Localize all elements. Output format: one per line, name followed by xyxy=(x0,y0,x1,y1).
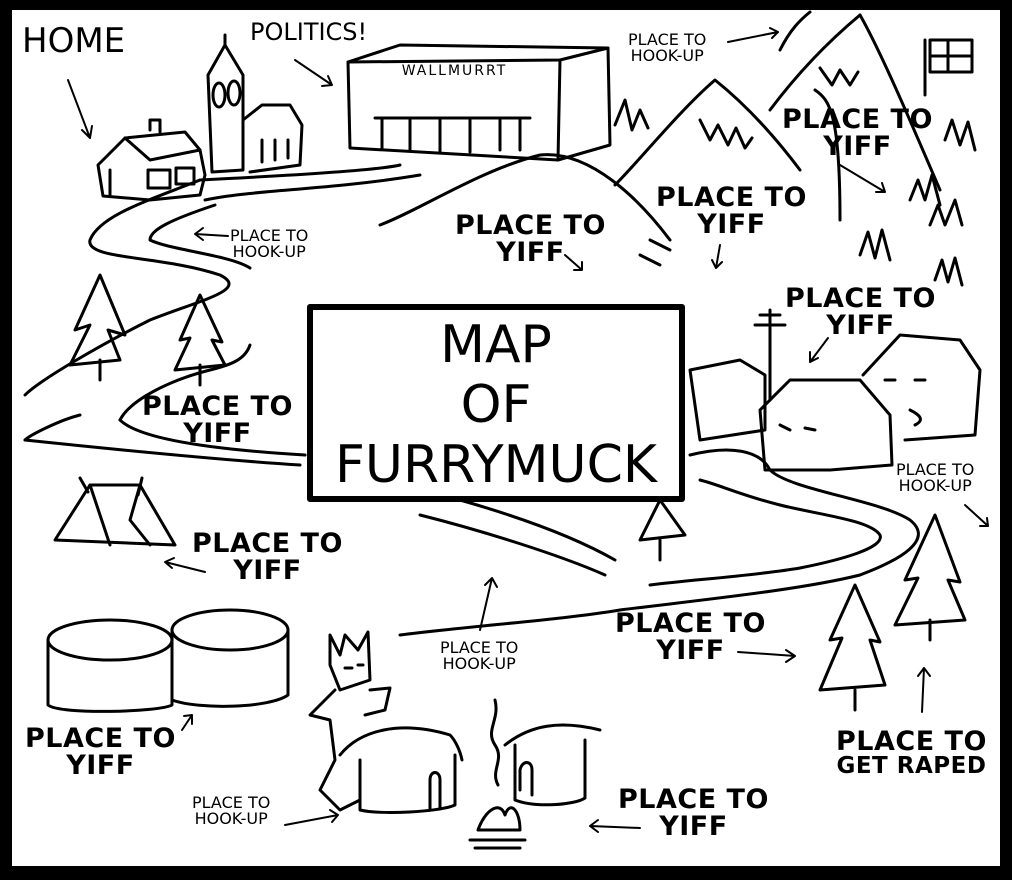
hookup-label-center: PLACE TO HOOK-UP xyxy=(440,640,518,672)
yiff-label-huts-line1: PLACE TO xyxy=(618,784,769,815)
yiff-label-road-bottom-line2: YIFF xyxy=(656,635,725,666)
houses-right-drawing xyxy=(688,308,982,472)
hill-drawing xyxy=(378,153,672,267)
yiff-label-mountain-center: PLACE TO YIFF xyxy=(656,184,807,238)
yiff-label-tent-line1: PLACE TO xyxy=(192,528,343,559)
hookup-label-right-edge: PLACE TO HOOK-UP xyxy=(896,462,974,494)
yiff-label-pools-line2: YIFF xyxy=(66,750,135,781)
title-box-border xyxy=(307,304,685,502)
hookup-label-road-left: PLACE TO HOOK-UP xyxy=(230,228,308,260)
huts-drawing xyxy=(338,723,602,814)
yiff-label-mountain-center-line2: YIFF xyxy=(697,209,766,240)
hookup-label-top-right-line2: HOOK-UP xyxy=(630,46,704,65)
map-title-line-2: OF xyxy=(460,375,532,435)
map-title: MAP OF FURRYMUCK xyxy=(318,315,674,495)
yiff-label-forest-left-line1: PLACE TO xyxy=(142,391,293,422)
home-house-drawing xyxy=(96,118,207,202)
hookup-label-center-line2: HOOK-UP xyxy=(442,654,516,673)
yiff-label-houses-line1: PLACE TO xyxy=(785,283,936,314)
hookup-label-top-right: PLACE TO HOOK-UP xyxy=(628,32,706,64)
map-title-line-3: FURRYMUCK xyxy=(334,435,657,495)
trees-right-drawing xyxy=(638,498,967,712)
yiff-label-pools-line1: PLACE TO xyxy=(25,723,176,754)
hookup-label-center-line1: PLACE TO xyxy=(440,638,519,657)
home-label: HOME xyxy=(22,21,126,61)
yiff-label-road-bottom-line1: PLACE TO xyxy=(615,608,766,639)
mountains-drawing xyxy=(613,10,974,222)
yiff-label-road-bottom: PLACE TO YIFF xyxy=(615,610,766,664)
hookup-label-right-edge-line1: PLACE TO xyxy=(896,460,975,479)
yiff-label-huts-line2: YIFF xyxy=(659,811,728,842)
yiff-label-huts: PLACE TO YIFF xyxy=(618,786,769,840)
yiff-label-mountain-center-line1: PLACE TO xyxy=(656,182,807,213)
yiff-label-tent: PLACE TO YIFF xyxy=(192,530,343,584)
arrows-drawing xyxy=(67,27,989,833)
yiff-label-hill-line2: YIFF xyxy=(496,237,565,268)
yiff-label-hill-line1: PLACE TO xyxy=(455,210,606,241)
yiff-label-houses-line2: YIFF xyxy=(826,310,895,341)
hookup-label-road-left-line2: HOOK-UP xyxy=(232,242,306,261)
map-title-line-1: MAP xyxy=(440,315,552,375)
hookup-label-right-edge-line2: HOOK-UP xyxy=(898,476,972,495)
politics-label: POLITICS! xyxy=(250,18,368,46)
pools-drawing xyxy=(46,608,290,713)
map-paper xyxy=(12,10,1000,866)
hookup-label-bottom-left-line1: PLACE TO xyxy=(192,793,271,812)
church-drawing xyxy=(206,33,304,174)
creature-drawing xyxy=(308,630,392,812)
raped-label-forest-line2: GET RAPED xyxy=(836,753,987,779)
hookup-label-bottom-left: PLACE TO HOOK-UP xyxy=(192,795,270,827)
yiff-label-mountain-right: PLACE TO YIFF xyxy=(782,106,933,160)
yiff-label-forest-left: PLACE TO YIFF xyxy=(142,393,293,447)
yiff-label-mountain-right-line1: PLACE TO xyxy=(782,104,933,135)
yiff-label-pools: PLACE TO YIFF xyxy=(25,725,176,779)
hookup-label-top-right-line1: PLACE TO xyxy=(628,30,707,49)
raped-label-forest-line1: PLACE TO xyxy=(836,726,987,757)
campfire-drawing xyxy=(468,698,527,850)
hookup-label-bottom-left-line2: HOOK-UP xyxy=(194,809,268,828)
hookup-label-road-left-line1: PLACE TO xyxy=(230,226,309,245)
yiff-label-mountain-right-line2: YIFF xyxy=(823,131,892,162)
tent-drawing xyxy=(53,476,177,547)
yiff-label-hill: PLACE TO YIFF xyxy=(455,212,606,266)
trees-left-drawing xyxy=(68,273,227,387)
raped-label-forest: PLACE TO GET RAPED xyxy=(836,728,987,778)
store-sign: WALLMURRT xyxy=(401,63,508,79)
yiff-label-houses: PLACE TO YIFF xyxy=(785,285,936,339)
yiff-label-tent-line2: YIFF xyxy=(233,555,302,586)
wallmurrt-store-drawing xyxy=(346,43,612,162)
grass-drawing xyxy=(858,118,977,287)
yiff-label-forest-left-line2: YIFF xyxy=(183,418,252,449)
